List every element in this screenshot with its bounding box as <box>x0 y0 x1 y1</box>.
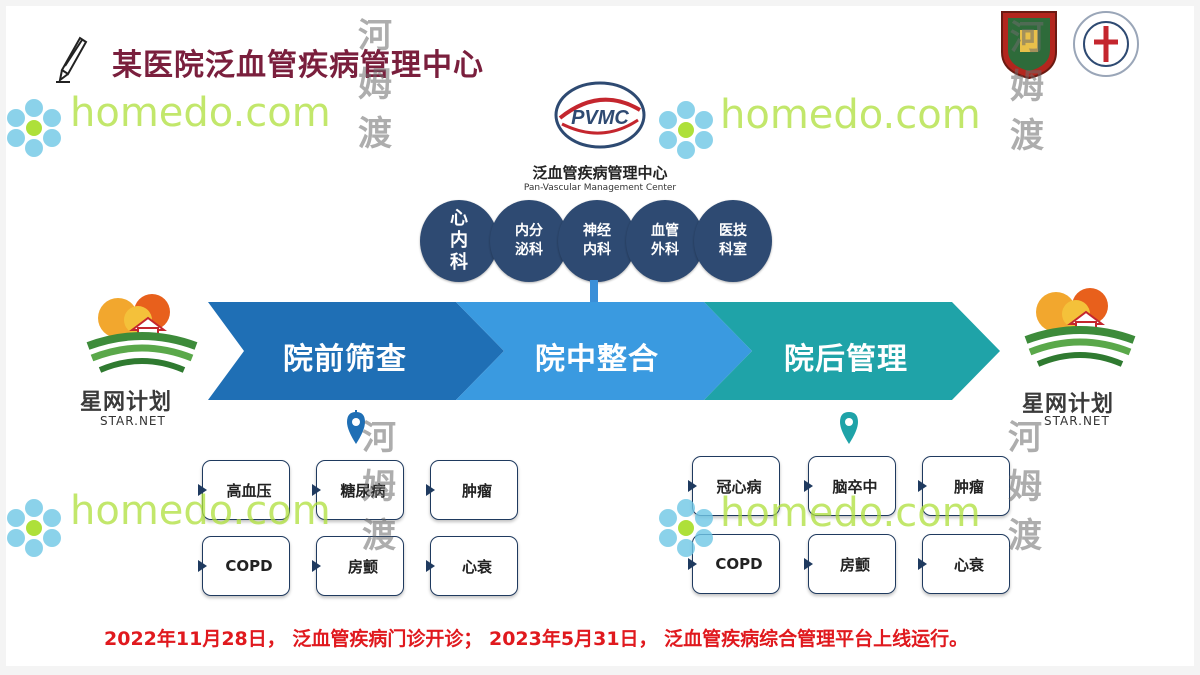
disease-card: 心衰 <box>918 534 1010 594</box>
triangle-bullet-icon <box>426 560 435 572</box>
connector-stem <box>590 280 598 306</box>
disease-card: COPD <box>688 534 780 594</box>
stage-label-mid: 院中整合 <box>535 342 659 377</box>
disease-card: 肿瘤 <box>426 460 518 520</box>
center-name-en: Pan-Vascular Management Center <box>523 183 677 193</box>
star-net-logo-left <box>86 294 198 373</box>
triangle-bullet-icon <box>426 484 435 496</box>
pvmc-logo: PVMC <box>554 81 646 149</box>
disease-card: 房颤 <box>312 536 404 596</box>
dept-cardiology: 心内科 <box>420 200 498 282</box>
pencil-icon <box>56 36 88 83</box>
map-pin-icon <box>840 412 858 444</box>
disease-card: 高血压 <box>198 460 290 520</box>
footer-timeline: 2022年11月28日， 泛血管疾病门诊开诊； 2023年5月31日， 泛血管疾… <box>104 628 969 650</box>
triangle-bullet-icon <box>688 558 697 570</box>
triangle-bullet-icon <box>688 480 697 492</box>
dept-endocrinology: 内分泌科 <box>490 200 568 282</box>
star-net-en-left: STAR.NET <box>100 414 166 428</box>
triangle-bullet-icon <box>312 484 321 496</box>
stage-label-post: 院后管理 <box>784 342 908 377</box>
triangle-bullet-icon <box>804 558 813 570</box>
disease-card: 脑卒中 <box>804 456 896 516</box>
disease-card: 心衰 <box>426 536 518 596</box>
disease-card: 房颤 <box>804 534 896 594</box>
triangle-bullet-icon <box>198 484 207 496</box>
pvmc-logo-text: PVMC <box>571 107 629 129</box>
disease-card: 冠心病 <box>688 456 780 516</box>
dept-vascular-surgery: 血管外科 <box>626 200 704 282</box>
map-pin-icon <box>347 410 365 444</box>
disease-card: 糖尿病 <box>312 460 404 520</box>
hospital-shield-logo <box>1001 11 1057 80</box>
triangle-bullet-icon <box>312 560 321 572</box>
triangle-bullet-icon <box>198 560 207 572</box>
star-net-name-left: 星网计划 <box>80 390 173 415</box>
dept-neurology: 神经内科 <box>558 200 636 282</box>
triangle-bullet-icon <box>918 558 927 570</box>
page-title: 某医院泛血管疾病管理中心 <box>112 48 484 83</box>
star-net-logo-right <box>1024 288 1136 367</box>
center-name-cn: 泛血管疾病管理中心 <box>532 164 668 182</box>
triangle-bullet-icon <box>918 480 927 492</box>
disease-card: COPD <box>198 536 290 596</box>
stage-arrow-2 <box>456 302 752 400</box>
stage-arrow-3 <box>704 302 1000 400</box>
stage-label-pre: 院前筛查 <box>283 342 407 377</box>
stage-arrow-1 <box>208 302 504 400</box>
star-net-name-right: 星网计划 <box>1022 392 1115 417</box>
star-net-en-right: STAR.NET <box>1044 414 1110 428</box>
hospital-round-logo <box>1073 11 1139 77</box>
triangle-bullet-icon <box>804 480 813 492</box>
disease-card: 肿瘤 <box>918 456 1010 516</box>
dept-medical-technology: 医技科室 <box>694 200 772 282</box>
